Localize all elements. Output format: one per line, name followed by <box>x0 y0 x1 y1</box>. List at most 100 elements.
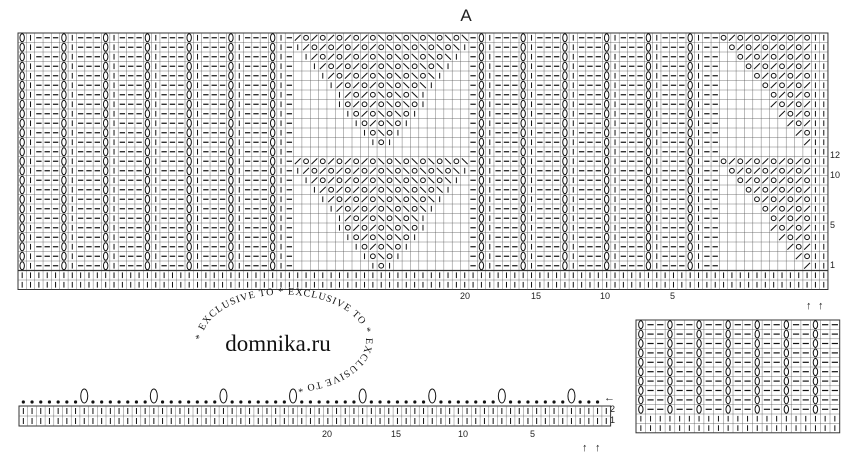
twisted-stitch-symbol <box>144 204 151 214</box>
twisted-stitch-symbol <box>562 213 568 223</box>
twisted-stitch-symbol <box>687 128 693 138</box>
yarn-over-symbol <box>804 110 810 117</box>
twisted-stitch-symbol <box>562 128 568 138</box>
twisted-stitch-symbol <box>520 147 526 157</box>
yarn-over-symbol <box>787 110 794 117</box>
decrease-symbol <box>377 34 385 41</box>
twisted-stitch-symbol <box>645 232 652 242</box>
twisted-stitch-symbol <box>186 33 192 43</box>
twisted-stitch-symbol <box>144 52 151 62</box>
twisted-stitch-symbol <box>687 204 693 214</box>
yarn-over-symbol <box>411 167 418 174</box>
twisted-stitch-symbol <box>269 128 276 138</box>
decrease-symbol <box>803 101 811 108</box>
decrease-symbol <box>319 63 327 70</box>
yarn-over-symbol <box>762 167 769 174</box>
twisted-stitch-symbol <box>186 175 192 185</box>
yarn-over-symbol <box>804 215 810 222</box>
decrease-symbol <box>377 91 385 98</box>
twisted-stitch-symbol <box>754 320 760 330</box>
twisted-stitch-symbol <box>102 242 109 252</box>
twisted-stitch-symbol <box>19 80 25 90</box>
yarn-over-symbol <box>737 34 744 41</box>
yarn-over-symbol <box>378 82 385 89</box>
yarn-over-symbol <box>787 215 794 222</box>
decrease-symbol <box>770 186 777 193</box>
twisted-stitch-symbol <box>638 348 644 358</box>
yarn-over-symbol <box>411 82 418 89</box>
yarn-over-symbol <box>770 177 777 184</box>
yarn-over-symbol <box>353 110 360 117</box>
decrease-symbol <box>778 110 786 117</box>
decrease-symbol <box>369 82 377 89</box>
bind-off-dot <box>126 400 130 404</box>
twisted-stitch-symbol <box>478 61 485 71</box>
twisted-stitch-symbol <box>667 348 673 358</box>
twisted-stitch-symbol <box>269 137 276 147</box>
twisted-stitch-symbol <box>61 80 67 90</box>
decrease-symbol <box>344 158 352 165</box>
yarn-over-symbol <box>353 215 360 222</box>
yarn-over-symbol <box>303 158 309 165</box>
yarn-over-symbol <box>386 196 393 203</box>
twisted-stitch-symbol <box>228 156 234 166</box>
twisted-stitch-symbol <box>228 147 234 157</box>
twisted-stitch-symbol <box>520 52 526 62</box>
twisted-stitch-symbol <box>645 71 652 81</box>
twisted-stitch-symbol <box>645 156 652 166</box>
twisted-stitch-symbol <box>228 80 234 90</box>
yarn-over-symbol <box>395 82 401 89</box>
yarn-over-symbol <box>403 110 410 117</box>
decrease-symbol <box>361 177 368 184</box>
twisted-stitch-symbol <box>667 339 673 348</box>
decrease-symbol <box>336 205 343 212</box>
twisted-stitch-symbol <box>754 386 760 395</box>
yarn-over-symbol <box>745 186 752 193</box>
twisted-stitch-symbol <box>562 251 568 261</box>
twisted-stitch-symbol <box>520 61 526 71</box>
twisted-stitch-symbol <box>638 329 644 339</box>
twisted-stitch-symbol <box>520 109 526 119</box>
bind-off-dot <box>108 400 112 404</box>
bind-off-dot <box>378 400 382 404</box>
decrease-symbol <box>787 186 794 193</box>
twisted-stitch-symbol <box>269 261 276 271</box>
twisted-stitch-symbol <box>783 376 790 386</box>
twisted-stitch-symbol <box>687 242 693 252</box>
decrease-symbol <box>352 167 360 174</box>
decrease-symbol <box>803 44 811 51</box>
twisted-stitch-symbol <box>687 52 693 62</box>
bind-off-dot <box>508 400 513 404</box>
twisted-stitch-symbol <box>783 329 790 339</box>
twisted-stitch-symbol <box>478 137 485 147</box>
yarn-over-symbol <box>386 110 393 117</box>
yarn-over-symbol <box>395 205 401 212</box>
yarn-over-symbol <box>737 177 744 184</box>
yarn-over-symbol <box>720 158 727 165</box>
yarn-over-symbol <box>378 167 385 174</box>
twisted-stitch-symbol <box>603 156 610 166</box>
yarn-over-symbol <box>344 82 351 89</box>
twisted-stitch-symbol <box>812 329 819 339</box>
yarn-over-symbol <box>403 53 410 60</box>
bind-off-dot <box>21 400 25 404</box>
rib-chart-symbols <box>638 320 838 431</box>
bind-off-dot <box>404 400 408 404</box>
bind-off-dot <box>65 400 69 404</box>
bind-off-dot <box>169 400 173 404</box>
twisted-stitch-symbol <box>186 242 192 252</box>
yarn-over-symbol <box>762 44 769 51</box>
twisted-stitch-symbol <box>603 213 610 223</box>
twisted-stitch-symbol <box>228 52 234 62</box>
yarn-over-symbol <box>386 91 393 98</box>
twisted-stitch-symbol <box>19 118 25 128</box>
twisted-stitch-symbol <box>61 52 67 62</box>
decrease-symbol <box>352 101 360 108</box>
bind-off-dot <box>561 400 565 404</box>
twisted-stitch-symbol <box>144 261 151 271</box>
twisted-stitch-symbol <box>478 261 485 271</box>
yarn-over-symbol <box>386 177 393 184</box>
twisted-stitch-symbol <box>687 213 693 223</box>
twisted-stitch-symbol <box>603 109 610 119</box>
yarn-over-symbol <box>428 167 435 174</box>
